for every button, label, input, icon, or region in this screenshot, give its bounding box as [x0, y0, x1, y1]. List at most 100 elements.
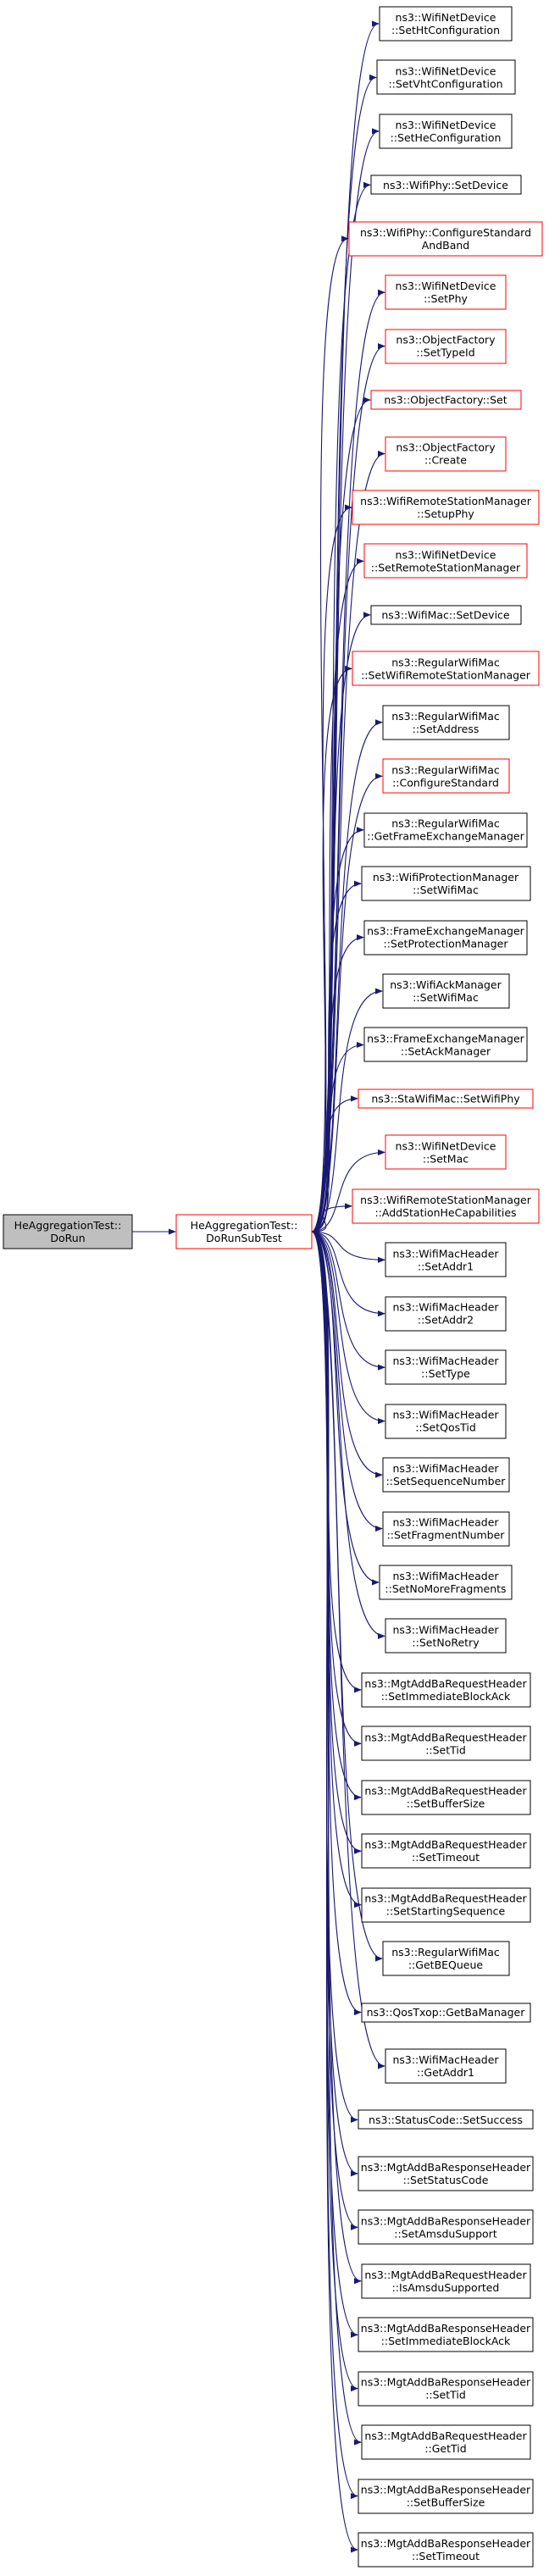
callee-node-label: ::SetStatusCode	[403, 2174, 489, 2186]
callee-node-label: ns3::WifiRemoteStationManager	[360, 495, 532, 507]
callee-node[interactable]: ns3::WifiRemoteStationManager::SetupPhy	[352, 490, 540, 525]
callee-node-label: ns3::StatusCode::SetSuccess	[369, 2113, 523, 2126]
hub-node[interactable]: HeAggregationTest::DoRunSubTest	[175, 1214, 313, 1249]
callee-node-label: ::SetStartingSequence	[386, 1905, 506, 1918]
callee-node[interactable]: ns3::FrameExchangeManager::SetProtection…	[363, 920, 528, 956]
callee-node-box	[358, 2371, 534, 2407]
callee-node[interactable]: ns3::MgtAddBaResponseHeader::SetTid	[358, 2371, 534, 2407]
callee-node[interactable]: ns3::MgtAddBaRequestHeader::IsAmsduSuppo…	[361, 2263, 531, 2299]
callee-node-label: ns3::WifiMacHeader	[392, 1516, 499, 1529]
callee-node[interactable]: ns3::WifiMacHeader::SetQosTid	[385, 1404, 507, 1439]
callee-node[interactable]: ns3::WifiNetDevice::SetVhtConfiguration	[376, 59, 516, 95]
root-node[interactable]: HeAggregationTest::DoRun	[3, 1214, 133, 1249]
callee-node[interactable]: ns3::StatusCode::SetSuccess	[358, 2109, 534, 2130]
callee-node[interactable]: ns3::ObjectFactory::SetTypeId	[385, 329, 507, 364]
callee-node[interactable]: ns3::MgtAddBaResponseHeader::SetAmsduSup…	[358, 2209, 534, 2245]
callee-node[interactable]: ns3::WifiMacHeader::SetType	[385, 1349, 507, 1385]
call-edge	[311, 719, 383, 1233]
callee-node-label: ns3::ObjectFactory	[396, 441, 496, 454]
callee-node-box	[363, 543, 528, 579]
callee-node-box	[361, 1672, 531, 1708]
call-edge	[311, 1231, 385, 1639]
callee-node[interactable]: ns3::WifiProtectionManager::SetWifiMac	[361, 866, 531, 901]
callee-node[interactable]: ns3::MgtAddBaResponseHeader::SetStatusCo…	[358, 2156, 534, 2191]
callee-node[interactable]: ns3::WifiMacHeader::GetAddr1	[385, 2048, 507, 2084]
callee-node-label: ::SetMac	[423, 1152, 469, 1165]
callee-node-box	[382, 705, 510, 740]
callee-node[interactable]: ns3::WifiMacHeader::SetNoMoreFragments	[379, 1565, 513, 1600]
callee-node-box	[361, 1833, 531, 1869]
root-node-label: HeAggregationTest::	[14, 1219, 122, 1232]
callee-node[interactable]: ns3::WifiMacHeader::SetAddr1	[385, 1242, 507, 1277]
callee-node[interactable]: ns3::WifiNetDevice::SetHtConfiguration	[379, 6, 513, 42]
callee-node-box	[379, 6, 513, 42]
callee-node[interactable]: ns3::WifiNetDevice::SetPhy	[385, 274, 507, 310]
callee-node[interactable]: ns3::WifiMacHeader::SetSequenceNumber	[382, 1457, 510, 1493]
callee-node[interactable]: ns3::WifiMacHeader::SetAddr2	[385, 1296, 507, 1332]
callee-node[interactable]: ns3::MgtAddBaRequestHeader::SetBufferSiz…	[361, 1780, 531, 1815]
callee-node-box	[385, 1242, 507, 1277]
callee-node-label: ::SetType	[421, 1367, 470, 1380]
callee-node-label: ::SetNoMoreFragments	[385, 1582, 506, 1595]
call-edge	[311, 1231, 385, 1317]
callee-node[interactable]: ns3::WifiNetDevice::SetHeConfiguration	[379, 114, 513, 149]
callee-node-label: ns3::WifiNetDevice	[396, 548, 496, 561]
callee-node[interactable]: ns3::WifiRemoteStationManager::AddStatio…	[352, 1188, 540, 1224]
callee-node[interactable]: ns3::WifiNetDevice::SetMac	[385, 1134, 507, 1170]
callee-node-box	[385, 436, 507, 472]
callee-node-box	[352, 490, 540, 525]
callee-node-label: ns3::WifiNetDevice	[396, 280, 496, 292]
callee-node[interactable]: ns3::WifiPhy::SetDevice	[370, 175, 522, 195]
callee-node[interactable]: ns3::ObjectFactory::Create	[385, 436, 507, 472]
callee-node[interactable]: ns3::MgtAddBaResponseHeader::SetBufferSi…	[358, 2479, 534, 2514]
callee-node[interactable]: ns3::RegularWifiMac::SetAddress	[382, 705, 510, 740]
callee-node[interactable]: ns3::WifiMacHeader::SetFragmentNumber	[382, 1511, 510, 1547]
callee-node[interactable]: ns3::WifiMac::SetDevice	[370, 605, 522, 625]
callee-node[interactable]: ns3::FrameExchangeManager::SetAckManager	[363, 1027, 528, 1062]
callee-node[interactable]: ns3::MgtAddBaRequestHeader::SetStartingS…	[361, 1887, 531, 1923]
callee-node[interactable]: ns3::MgtAddBaResponseHeader::SetImmediat…	[358, 2317, 534, 2352]
call-edge	[311, 1231, 358, 2177]
callee-node[interactable]: ns3::StaWifiMac::SetWifiPhy	[358, 1089, 534, 1109]
callee-node-label: ::SetPhy	[424, 292, 468, 305]
callee-node-label: ns3::RegularWifiMac	[391, 1946, 500, 1958]
callee-node[interactable]: ns3::ObjectFactory::Set	[370, 390, 522, 410]
callee-node[interactable]: ns3::WifiNetDevice::SetRemoteStationMana…	[363, 543, 528, 579]
callee-node-label: ::GetFrameExchangeManager	[367, 830, 524, 843]
callee-node[interactable]: ns3::MgtAddBaResponseHeader::SetTimeout	[358, 2532, 534, 2568]
callee-node-label: ::SetAddr1	[418, 1260, 474, 1272]
callee-node[interactable]: ns3::RegularWifiMac::GetBEQueue	[382, 1941, 510, 1976]
call-edge	[311, 1203, 352, 1233]
callee-node[interactable]: ns3::QosTxop::GetBaManager	[361, 2003, 531, 2023]
callee-node[interactable]: ns3::MgtAddBaRequestHeader::SetTimeout	[361, 1833, 531, 1869]
callee-node[interactable]: ns3::WifiMacHeader::SetNoRetry	[385, 1618, 507, 1654]
call-edge	[311, 1231, 383, 1532]
callee-node-label: ::SetAddress	[413, 723, 480, 735]
callee-node-label: ns3::MgtAddBaRequestHeader	[364, 2269, 527, 2281]
callee-node[interactable]: ns3::RegularWifiMac::ConfigureStandard	[382, 758, 510, 794]
callee-node-box	[348, 221, 543, 257]
call-edge	[311, 1231, 362, 1908]
callee-node-box	[385, 1134, 507, 1170]
call-edge	[311, 1231, 385, 2069]
callee-node-box	[382, 758, 510, 794]
call-edge	[311, 1231, 358, 2499]
callee-node-label: ns3::WifiMacHeader	[392, 1623, 499, 1636]
callee-node[interactable]: ns3::RegularWifiMac::SetWifiRemoteStatio…	[352, 651, 540, 686]
callee-node[interactable]: ns3::MgtAddBaRequestHeader::SetImmediate…	[361, 1672, 531, 1708]
callee-node[interactable]: ns3::RegularWifiMac::GetFrameExchangeMan…	[363, 812, 528, 848]
callee-node-box	[382, 1511, 510, 1547]
callee-node[interactable]: ns3::WifiAckManager::SetWifiMac	[382, 973, 510, 1009]
callee-node-box	[361, 1726, 531, 1761]
callee-node-label: ::SetTid	[425, 1743, 466, 1756]
callee-node-label: ::SetNoRetry	[412, 1636, 480, 1648]
callee-node[interactable]: ns3::MgtAddBaRequestHeader::SetTid	[361, 1726, 531, 1761]
callee-node-label: ::SetAddr2	[418, 1314, 474, 1327]
callee-node-label: ::SetVhtConfiguration	[388, 77, 502, 90]
callee-node-label: ::SetWifiMac	[413, 991, 479, 1004]
callee-node-label: ns3::MgtAddBaRequestHeader	[364, 1677, 527, 1690]
call-edge	[311, 665, 352, 1233]
callee-node[interactable]: ns3::MgtAddBaRequestHeader::GetTid	[361, 2424, 531, 2460]
call-edge	[311, 1231, 383, 1478]
